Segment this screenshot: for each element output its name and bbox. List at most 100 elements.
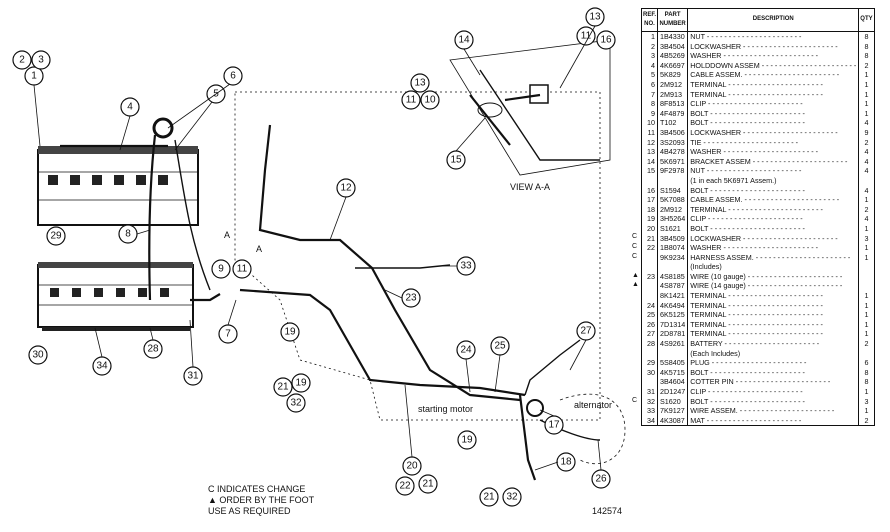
part-number-cell: S1620 — [657, 396, 689, 407]
description-cell: HOLDDOWN ASSEM - - - - - - - - - - - - -… — [687, 60, 860, 71]
ref-cell: 20 — [640, 223, 659, 234]
qty-cell: 2 — [858, 415, 875, 427]
ref-cell: 5 — [640, 70, 659, 80]
ref-cell — [640, 262, 659, 272]
qty-cell: 8 — [858, 31, 875, 42]
qty-cell: 1 — [858, 386, 875, 397]
ref-cell: 14 — [640, 156, 659, 167]
qty-cell: 8 — [858, 377, 875, 387]
table-row: (Includes) — [640, 262, 875, 272]
qty-cell: 4 — [858, 214, 875, 224]
change-mark: ▲ — [632, 271, 639, 279]
qty-cell: 3 — [858, 233, 875, 244]
svg-text:7: 7 — [225, 329, 231, 340]
part-number-cell: 5K7088 — [657, 195, 689, 205]
part-number-cell: 5S8405 — [657, 358, 689, 368]
part-number-header: PART NUMBER — [657, 8, 689, 32]
part-number-cell: 3B4509 — [657, 233, 689, 244]
svg-text:29: 29 — [50, 231, 62, 242]
part-number-cell: 3B4506 — [657, 127, 689, 138]
description-cell: BOLT - - - - - - - - - - - - - - - - - -… — [687, 396, 860, 407]
qty-cell: 1 — [858, 252, 875, 263]
svg-text:6: 6 — [230, 71, 236, 82]
svg-text:12: 12 — [340, 183, 352, 194]
qty-cell: 1 — [858, 406, 875, 416]
callout-16b: 11 — [576, 26, 596, 46]
part-number-cell: 8F8513 — [657, 99, 689, 109]
part-number-cell: 2M913 — [657, 89, 689, 100]
svg-text:18: 18 — [560, 457, 572, 468]
svg-text:15: 15 — [450, 155, 462, 166]
description-cell: BATTERY - - - - - - - - - - - - - - - - … — [687, 339, 860, 349]
svg-text:14: 14 — [458, 35, 470, 46]
svg-text:21: 21 — [422, 479, 434, 490]
qty-cell — [858, 262, 875, 272]
ref-no-header: REF. NO. — [640, 8, 659, 32]
description-cell: WIRE (14 gauge) - - - - - - - - - - - - … — [687, 281, 860, 292]
callout-21a: 21 — [273, 377, 293, 397]
description-cell: WASHER - - - - - - - - - - - - - - - - -… — [687, 147, 860, 157]
qty-cell: 1 — [858, 223, 875, 234]
callout-13b: 13 — [585, 7, 605, 27]
qty-cell — [858, 348, 875, 359]
callout-25: 25 — [490, 336, 510, 356]
callout-32a: 32 — [286, 393, 306, 413]
description-cell: (Includes) — [687, 262, 860, 272]
description-cell: TERMINAL - - - - - - - - - - - - - - - -… — [687, 204, 860, 215]
description-cell: TERMINAL - - - - - - - - - - - - - - - -… — [687, 310, 860, 320]
ref-cell: 8 — [640, 99, 659, 109]
description-cell: BOLT - - - - - - - - - - - - - - - - - -… — [687, 108, 860, 119]
part-number-cell: 2D1247 — [657, 386, 689, 397]
description-cell: WIRE (10 gauge) - - - - - - - - - - - - … — [687, 271, 860, 282]
qty-cell: 1 — [858, 310, 875, 320]
part-number-cell: 2D8781 — [657, 329, 689, 339]
qty-cell: 6 — [858, 358, 875, 368]
svg-text:11: 11 — [406, 95, 417, 106]
qty-cell: 4 — [858, 185, 875, 196]
part-number-cell: 4K5715 — [657, 367, 689, 378]
callout-10: 10 — [420, 90, 440, 110]
ref-cell: 7 — [640, 89, 659, 100]
ref-cell: 4 — [640, 60, 659, 71]
ref-cell — [640, 377, 659, 387]
ref-cell: 24 — [640, 300, 659, 311]
qty-cell — [858, 271, 875, 282]
callout-8: 8 — [118, 224, 138, 244]
svg-text:32: 32 — [290, 398, 302, 409]
part-number-cell: 6K5125 — [657, 310, 689, 320]
section-mark-a1: A — [224, 230, 230, 240]
qty-cell: 1 — [858, 89, 875, 100]
description-cell: LOCKWASHER - - - - - - - - - - - - - - -… — [687, 233, 860, 244]
svg-text:10: 10 — [424, 95, 436, 106]
svg-text:8: 8 — [125, 229, 131, 240]
svg-text:34: 34 — [96, 361, 108, 372]
part-number-cell: 1B8074 — [657, 243, 689, 253]
svg-text:1: 1 — [31, 71, 37, 82]
callout-13: 13 — [410, 73, 430, 93]
ref-cell: 27 — [640, 329, 659, 339]
part-number-cell: 7K9127 — [657, 406, 689, 416]
svg-text:13: 13 — [414, 78, 426, 89]
qty-cell: 1 — [858, 70, 875, 80]
description-cell: TIE - - - - - - - - - - - - - - - - - - … — [687, 137, 860, 148]
ref-cell: 26 — [640, 319, 659, 330]
qty-cell: 1 — [858, 108, 875, 119]
ref-cell: 30 — [640, 367, 659, 378]
callout-6: 6 — [223, 66, 243, 86]
description-cell: CABLE ASSEM. - - - - - - - - - - - - - -… — [687, 70, 860, 80]
